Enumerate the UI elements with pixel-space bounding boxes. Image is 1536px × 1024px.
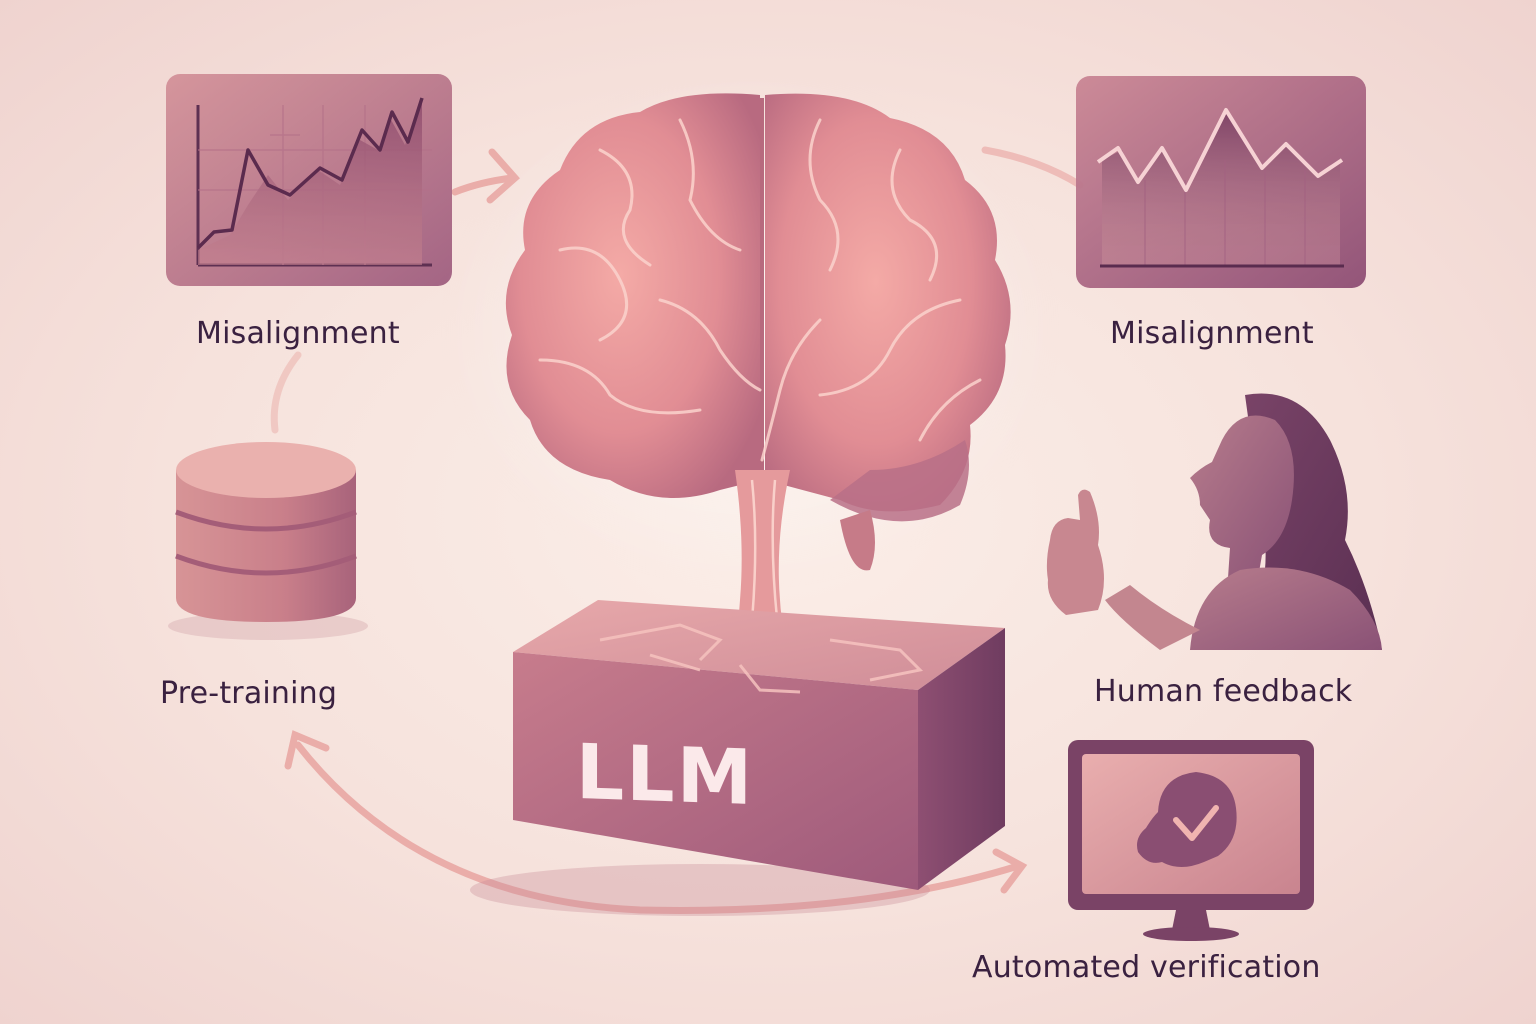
monitor-check-icon	[1068, 740, 1314, 941]
line-chart-icon	[166, 74, 452, 286]
node-label-misalignment-left: Misalignment	[196, 316, 400, 351]
line-chart-icon	[1076, 76, 1366, 288]
arrow-brain-to-right-chart	[981, 146, 1084, 189]
arrow-bottom-loop	[294, 741, 1022, 914]
arrow-pre-to-chart	[270, 351, 302, 434]
llm-label: LLM	[575, 726, 755, 823]
node-label-human-feedback: Human feedback	[1094, 674, 1353, 709]
brain-icon	[440, 70, 1060, 668]
person-thumbs-up-icon	[1046, 393, 1382, 650]
node-label-misalignment-right: Misalignment	[1110, 316, 1314, 351]
llm-box	[470, 600, 1005, 916]
node-label-pre-training: Pre-training	[160, 676, 338, 711]
database-icon	[168, 442, 368, 640]
arrow-bottom-loop-head-right	[992, 848, 1028, 894]
node-label-automated-verification: Automated verification	[972, 950, 1321, 985]
flow-arrows	[270, 146, 1084, 914]
arrow-bottom-loop-head-left	[284, 730, 330, 770]
